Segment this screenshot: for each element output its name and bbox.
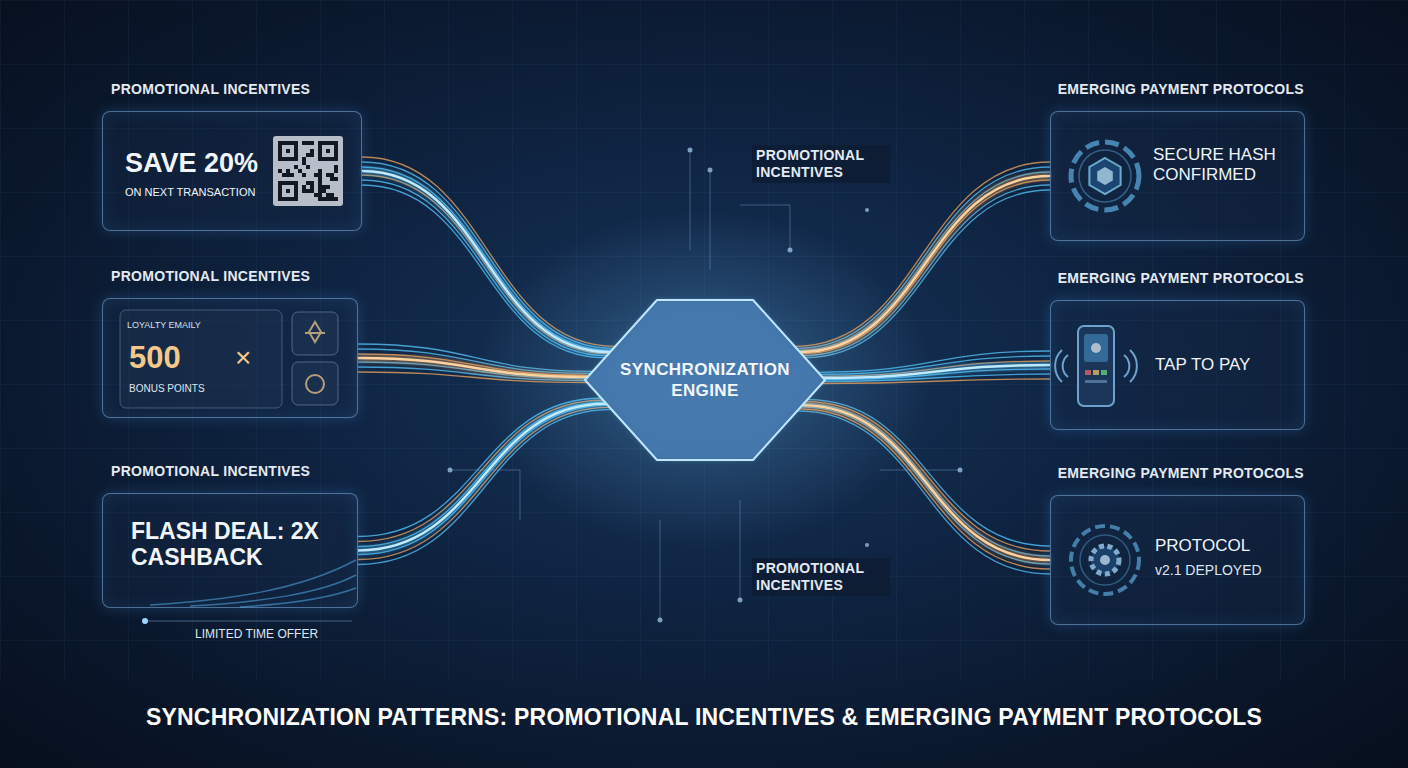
floating-label: PROMOTIONAL INCENTIVES	[752, 145, 890, 183]
promo-card: PROMOTIONAL INCENTIVESSAVE 20%ON NEXT TR…	[102, 111, 362, 231]
card-text: SECURE HASH CONFIRMED	[1153, 145, 1288, 184]
connector	[802, 405, 1050, 560]
circuit-traces	[450, 150, 960, 620]
edge-glow	[362, 171, 610, 352]
edge-strand	[362, 162, 613, 348]
edge-strand	[797, 167, 1050, 348]
edge-strand	[805, 190, 1050, 358]
offer-rule	[145, 621, 352, 622]
section-heading: PROMOTIONAL INCENTIVES	[111, 268, 310, 284]
floating-label: PROMOTIONAL INCENTIVES	[752, 558, 890, 596]
protocol-card: EMERGING PAYMENT PROTOCOLSSECURE HASH CO…	[1050, 111, 1305, 241]
grid	[0, 0, 1408, 680]
edge-glow	[802, 405, 1050, 560]
card-text: LOYALTY EMAILY	[127, 320, 201, 330]
diagram-title: SYNCHRONIZATION PATTERNS: PROMOTIONAL IN…	[0, 704, 1408, 731]
diamond-glow	[585, 300, 825, 460]
edge-strands	[358, 157, 1050, 574]
edge-glow	[823, 365, 1050, 378]
edge-glow	[358, 404, 606, 551]
edge-strand	[799, 409, 1050, 569]
edge-strand	[807, 400, 1050, 546]
card-text: 500	[129, 340, 181, 376]
connector	[362, 171, 610, 352]
offer-dot	[142, 618, 148, 624]
card-text: FLASH DEAL: 2X CASHBACK	[131, 518, 331, 571]
protocol-card: EMERGING PAYMENT PROTOCOLSTAP TO PAY	[1050, 300, 1305, 430]
connector	[358, 404, 606, 551]
card-text: v2.1 DEPLOYED	[1155, 562, 1262, 578]
card-text: BONUS POINTS	[129, 383, 205, 395]
edge-glow	[358, 358, 588, 377]
connector	[800, 176, 1050, 352]
edge-strand	[358, 400, 603, 541]
edge-glows	[358, 171, 1050, 560]
card-text: TAP TO PAY	[1155, 355, 1250, 375]
edge-strand	[806, 402, 1050, 551]
edges	[358, 171, 1050, 560]
edge-strand	[795, 162, 1050, 346]
card-text: PROTOCOL	[1155, 536, 1250, 556]
diamond-shape	[585, 300, 825, 460]
edge-strand	[362, 185, 605, 358]
edge-strand	[358, 398, 601, 536]
sync-engine-diamond: SYNCHRONIZATION ENGINE	[585, 300, 825, 460]
engine-label: SYNCHRONIZATION ENGINE	[620, 359, 790, 402]
edge-strand	[358, 407, 610, 559]
circuit-dots	[448, 148, 963, 623]
section-heading: EMERGING PAYMENT PROTOCOLS	[1058, 81, 1304, 97]
card-text: ×	[235, 342, 251, 374]
connector	[823, 365, 1050, 378]
protocol-card: EMERGING PAYMENT PROTOCOLSPROTOCOLv2.1 D…	[1050, 495, 1305, 625]
section-heading: EMERGING PAYMENT PROTOCOLS	[1058, 270, 1304, 286]
connector	[358, 358, 588, 377]
diamond-outline	[585, 300, 825, 460]
section-heading: EMERGING PAYMENT PROTOCOLS	[1058, 465, 1304, 481]
promo-card: PROMOTIONAL INCENTIVESLOYALTY EMAILY500×…	[102, 298, 358, 418]
section-heading: PROMOTIONAL INCENTIVES	[111, 81, 310, 97]
edge-glow	[800, 176, 1050, 352]
promo-card: PROMOTIONAL INCENTIVESFLASH DEAL: 2X CAS…	[102, 493, 358, 608]
edge-strand	[362, 157, 615, 346]
card-text: SAVE 20%	[125, 148, 258, 179]
edge-strand	[358, 409, 612, 564]
section-heading: PROMOTIONAL INCENTIVES	[111, 463, 310, 479]
edge-strand	[362, 180, 607, 356]
footnote-text: LIMITED TIME OFFER	[195, 628, 318, 642]
edge-strand	[803, 185, 1050, 356]
card-text: ON NEXT TRANSACTION	[125, 186, 255, 199]
edge-strand	[797, 411, 1050, 574]
